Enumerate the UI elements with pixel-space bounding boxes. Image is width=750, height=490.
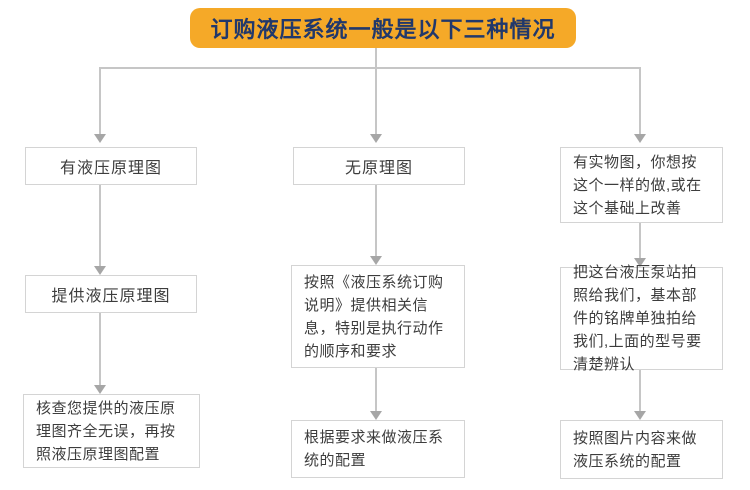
flow-box-no-schematic: 无原理图 <box>293 147 465 185</box>
flow-box-verify-schematic: 核查您提供的液压原理图齐全无误，再按照液压原理图配置 <box>23 394 200 468</box>
connector-line <box>99 313 101 385</box>
arrow-down-icon <box>370 256 382 265</box>
flow-box-order-instructions: 按照《液压系统订购说明》提供相关信息，特别是执行动作的顺序和要求 <box>291 265 465 368</box>
connector-line <box>639 223 641 258</box>
flow-box-send-photos: 把这台液压泵站拍照给我们，基本部件的铭牌单独拍给我们,上面的型号要清楚辨认 <box>560 264 723 373</box>
connector-line <box>375 368 377 411</box>
flow-box-has-schematic: 有液压原理图 <box>25 147 197 185</box>
arrow-down-icon <box>634 134 646 143</box>
connector-line <box>639 67 641 135</box>
arrow-down-icon <box>94 134 106 143</box>
arrow-down-icon <box>634 258 646 267</box>
flow-box-provide-schematic: 提供液压原理图 <box>25 275 197 313</box>
flow-box-has-photo: 有实物图，你想按这个一样的做,或在这个基础上改善 <box>560 147 723 223</box>
connector-line <box>99 67 101 135</box>
connector-line <box>375 185 377 256</box>
flowchart-title: 订购液压系统一般是以下三种情况 <box>190 8 576 48</box>
connector-line <box>375 67 377 135</box>
arrow-down-icon <box>634 411 646 420</box>
connector-line <box>99 185 101 266</box>
connector-line <box>375 48 377 68</box>
flow-box-configure-by-photo: 按照图片内容来做液压系统的配置 <box>560 420 723 479</box>
arrow-down-icon <box>94 266 106 275</box>
arrow-down-icon <box>370 134 382 143</box>
connector-line <box>99 67 641 69</box>
connector-line <box>639 370 641 411</box>
arrow-down-icon <box>370 411 382 420</box>
flow-box-configure-by-requirements: 根据要求来做液压系统的配置 <box>291 420 465 478</box>
arrow-down-icon <box>94 385 106 394</box>
